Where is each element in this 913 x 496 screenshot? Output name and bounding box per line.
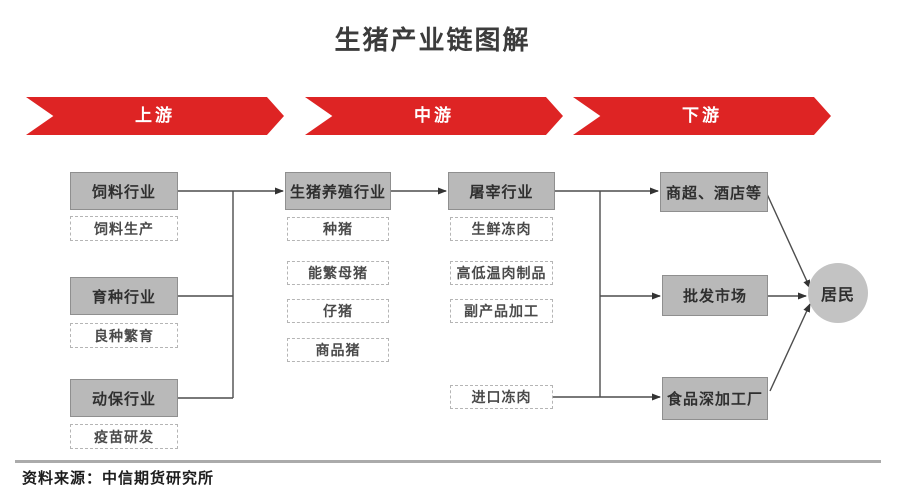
- footer-divider: [15, 460, 881, 463]
- node-wholesale-market: 批发市场: [662, 275, 768, 316]
- node-vaccine-rd: 疫苗研发: [70, 424, 178, 449]
- node-breeding-pig: 种猪: [287, 217, 389, 241]
- node-imported-frozen-meat: 进口冻肉: [450, 385, 553, 409]
- banner-upstream: 上游: [26, 97, 284, 135]
- node-residents: 居民: [808, 263, 868, 323]
- node-slaughter-industry: 屠宰行业: [448, 172, 555, 210]
- node-byproduct-processing: 副产品加工: [450, 299, 553, 323]
- node-piglet: 仔猪: [287, 299, 389, 323]
- page-title: 生猪产业链图解: [334, 25, 531, 55]
- node-commodity-pig: 商品猪: [287, 338, 389, 362]
- node-breeding-industry: 育种行业: [70, 277, 178, 315]
- node-fertile-sow: 能繁母猪: [287, 261, 389, 285]
- banner-midstream: 中游: [305, 97, 563, 135]
- banner-downstream: 下游: [573, 97, 831, 135]
- node-food-processing-factory: 食品深加工厂: [662, 377, 768, 420]
- data-source-label: 资料来源：中信期货研究所: [22, 470, 215, 487]
- node-animal-health-industry: 动保行业: [70, 379, 178, 417]
- node-pig-farming-industry: 生猪养殖行业: [285, 172, 391, 210]
- node-feed-production: 饲料生产: [70, 216, 178, 241]
- node-supermarket-hotel: 商超、酒店等: [660, 172, 768, 212]
- node-fresh-frozen-meat: 生鲜冻肉: [450, 217, 553, 241]
- node-feed-industry: 饲料行业: [70, 172, 178, 210]
- node-fine-breeding: 良种繁育: [70, 323, 178, 348]
- node-temp-processed-meat: 高低温肉制品: [450, 261, 553, 285]
